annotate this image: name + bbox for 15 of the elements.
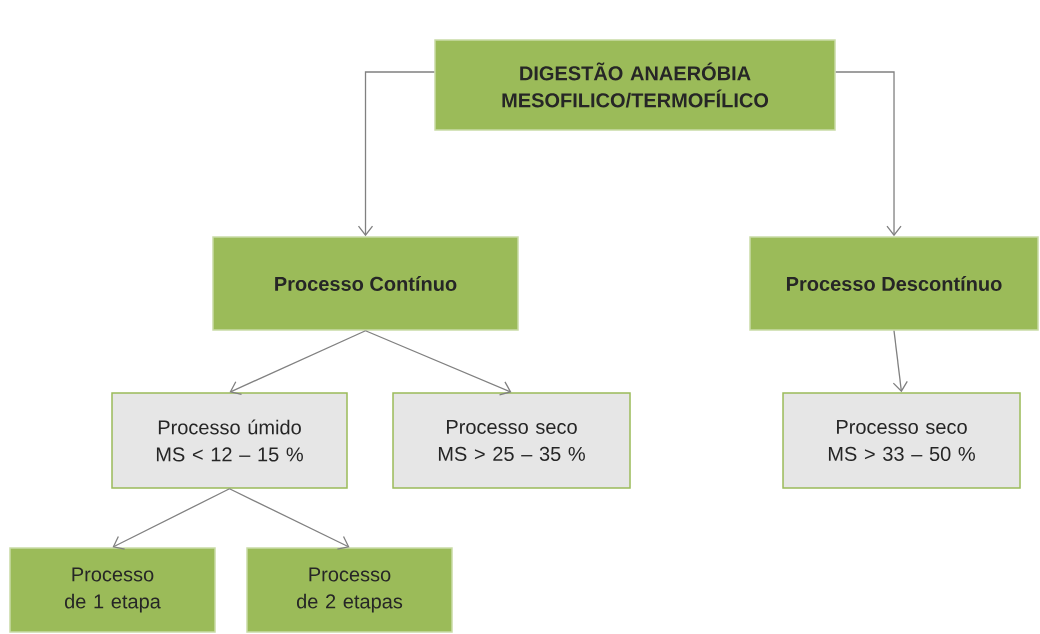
arrow [229, 330, 367, 396]
process-box: DIGESTÃO ANAERÓBIA MESOFILICO/TERMOFÍLICO [434, 39, 836, 131]
process-box: Processo úmido MS < 12 – 15 % [111, 392, 348, 489]
process-box: Processo seco MS > 25 – 35 % [392, 392, 631, 489]
process-box: Processo de 1 etapa [9, 547, 216, 633]
process-box: Processo de 2 etapas [246, 547, 453, 633]
arrow [364, 330, 512, 396]
arrow [112, 488, 231, 550]
arrow [228, 488, 350, 550]
arrow [892, 330, 908, 393]
process-box: Processo Descontínuo [749, 236, 1039, 331]
process-box: Processo Contínuo [212, 236, 519, 331]
process-box: Processo seco MS > 33 – 50 % [782, 392, 1021, 489]
arrow [835, 71, 902, 237]
arrow [357, 71, 435, 237]
